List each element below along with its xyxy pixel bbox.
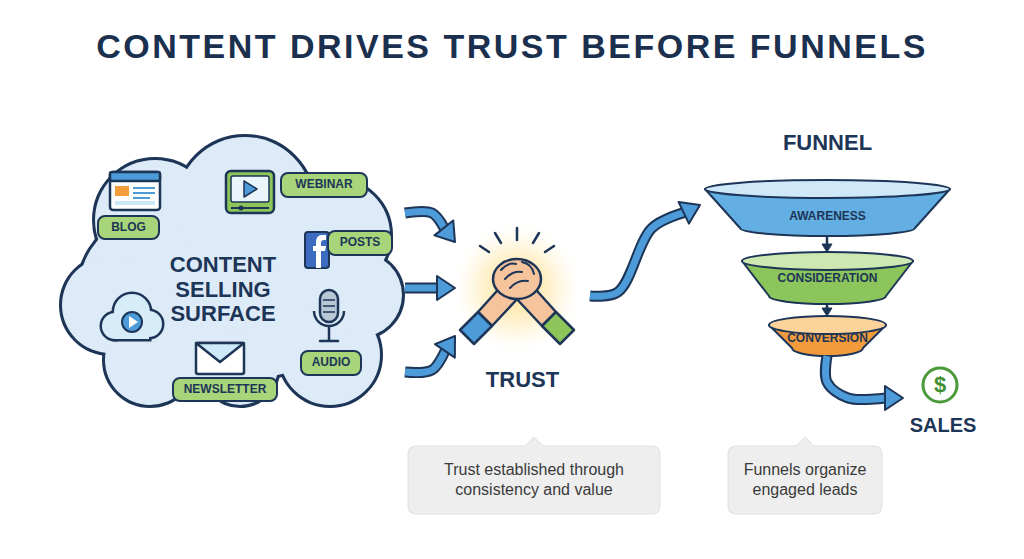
badge-label: NEWSLETTER	[174, 379, 276, 400]
badge-label: BLOG	[99, 217, 158, 238]
flow-arrow	[822, 236, 832, 252]
handshake-illustration	[501, 264, 516, 270]
funnel-group: FUNNEL AWARENESS CONSIDERATION CONVERSION	[700, 125, 955, 357]
channel-badge: AUDIO	[300, 350, 362, 376]
arrow-body	[405, 350, 445, 372]
node-label: CONTENT SELLING SURFACE	[153, 245, 293, 335]
handshake-illustration	[516, 228, 519, 240]
handshake-illustration	[478, 282, 520, 326]
flow-arrow	[825, 356, 903, 410]
node-label: TRUST	[455, 366, 590, 394]
handshake-illustration	[510, 281, 528, 288]
funnel-rim	[705, 180, 950, 198]
flow-arrow	[590, 202, 700, 296]
funnel-stage: CONSIDERATION	[742, 252, 913, 304]
channel-badge: POSTS	[327, 230, 393, 256]
funnel-stage: AWARENESS	[705, 180, 950, 236]
funnel-rim	[769, 316, 886, 334]
arrow-body	[405, 285, 438, 292]
note-text: Funnels organize engaged leads	[734, 446, 876, 514]
cloud-outline	[62, 137, 402, 405]
flow-arrow	[405, 276, 455, 300]
arrow-body	[826, 236, 829, 245]
handshake-illustration	[542, 312, 574, 344]
content-cloud: CONTENT SELLING SURFACE WEBINAR BLOG POSTS A…	[60, 135, 405, 410]
handshake-illustration	[522, 262, 534, 274]
caption-note: Funnels organize engaged leads	[728, 436, 882, 514]
handshake-illustration	[453, 224, 581, 352]
handshake-illustration	[480, 246, 489, 252]
channel-badge: BLOG	[97, 215, 160, 240]
handshake-illustration	[495, 233, 501, 243]
trust-node: TRUST	[455, 222, 590, 392]
handshake-illustration	[453, 224, 581, 352]
arrow-head	[437, 276, 455, 300]
flow-arrow	[405, 336, 455, 372]
sales-node: $ SALES	[903, 362, 983, 442]
channel-badge: NEWSLETTER	[172, 377, 278, 402]
arrow-outline	[590, 212, 685, 296]
arrow-head	[679, 202, 700, 224]
handshake-illustration	[505, 272, 522, 279]
handshake-illustration	[501, 262, 534, 288]
arrow-outline	[405, 212, 444, 229]
node-label: AWARENESS	[705, 206, 950, 228]
handshake-illustration	[514, 282, 556, 326]
handshake-illustration	[545, 246, 554, 252]
arrow-body	[590, 212, 685, 296]
note-bubble	[728, 437, 882, 514]
funnel-rim	[742, 252, 913, 270]
handshake-illustration	[480, 228, 554, 252]
node-label: FUNNEL	[700, 125, 955, 161]
arrow-head	[434, 220, 455, 242]
note-bubble	[408, 437, 660, 514]
handshake-illustration	[533, 233, 539, 243]
node-label: CONSIDERATION	[742, 268, 913, 290]
coin-circle	[923, 368, 957, 402]
caption-note: Trust established through consistency an…	[408, 436, 660, 514]
diagram-title: CONTENT DRIVES TRUST BEFORE FUNNELS	[0, 27, 1024, 66]
arrow-body	[405, 212, 444, 229]
arrow-outline	[825, 356, 886, 400]
arrow-head	[822, 308, 832, 316]
badge-label: WEBINAR	[282, 174, 366, 196]
funnel-stage-shape	[705, 180, 950, 236]
node-label: CONVERSION	[769, 328, 886, 350]
flow-arrow	[822, 304, 832, 316]
arrow-head	[822, 244, 832, 252]
cloud-fill	[318, 253, 402, 337]
node-label: SALES	[903, 412, 983, 438]
badge-label: AUDIO	[302, 352, 360, 374]
funnel-stage: CONVERSION	[769, 316, 886, 356]
handshake-illustration	[460, 312, 492, 344]
arrow-head	[435, 336, 455, 358]
flow-arrow	[405, 212, 455, 242]
badge-label: POSTS	[329, 232, 391, 254]
cloud-fill	[62, 137, 402, 405]
arrow-head	[885, 386, 903, 410]
handshake-illustration	[493, 259, 541, 299]
channel-badge: WEBINAR	[280, 172, 368, 198]
note-text: Trust established through consistency an…	[418, 446, 650, 514]
arrow-body	[825, 356, 886, 400]
arrow-outline	[405, 350, 445, 372]
arrow-outline	[405, 283, 438, 294]
node-label: $	[923, 368, 957, 402]
cloud-outline	[318, 253, 402, 337]
